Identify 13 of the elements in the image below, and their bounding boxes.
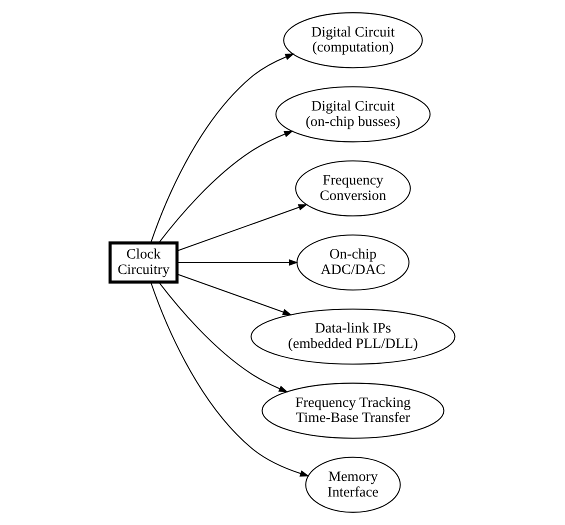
node-ellipse: Frequency Conversion [295,160,411,216]
arrow [177,259,298,266]
arrow [158,130,294,243]
arrow [150,282,310,477]
node-box: Clock Circuitry [108,241,179,284]
node-ellipse: Digital Circuit (on-chip busses) [275,86,431,142]
arrow [177,274,292,316]
node-ellipse: On-chip ADC/DAC [296,234,410,291]
node-ellipse: Frequency Tracking Time-Base Transfer [262,382,444,439]
arrow [158,282,288,392]
node-ellipse: Memory Interface [305,456,401,513]
arrow [177,204,308,252]
arrow [150,54,294,243]
